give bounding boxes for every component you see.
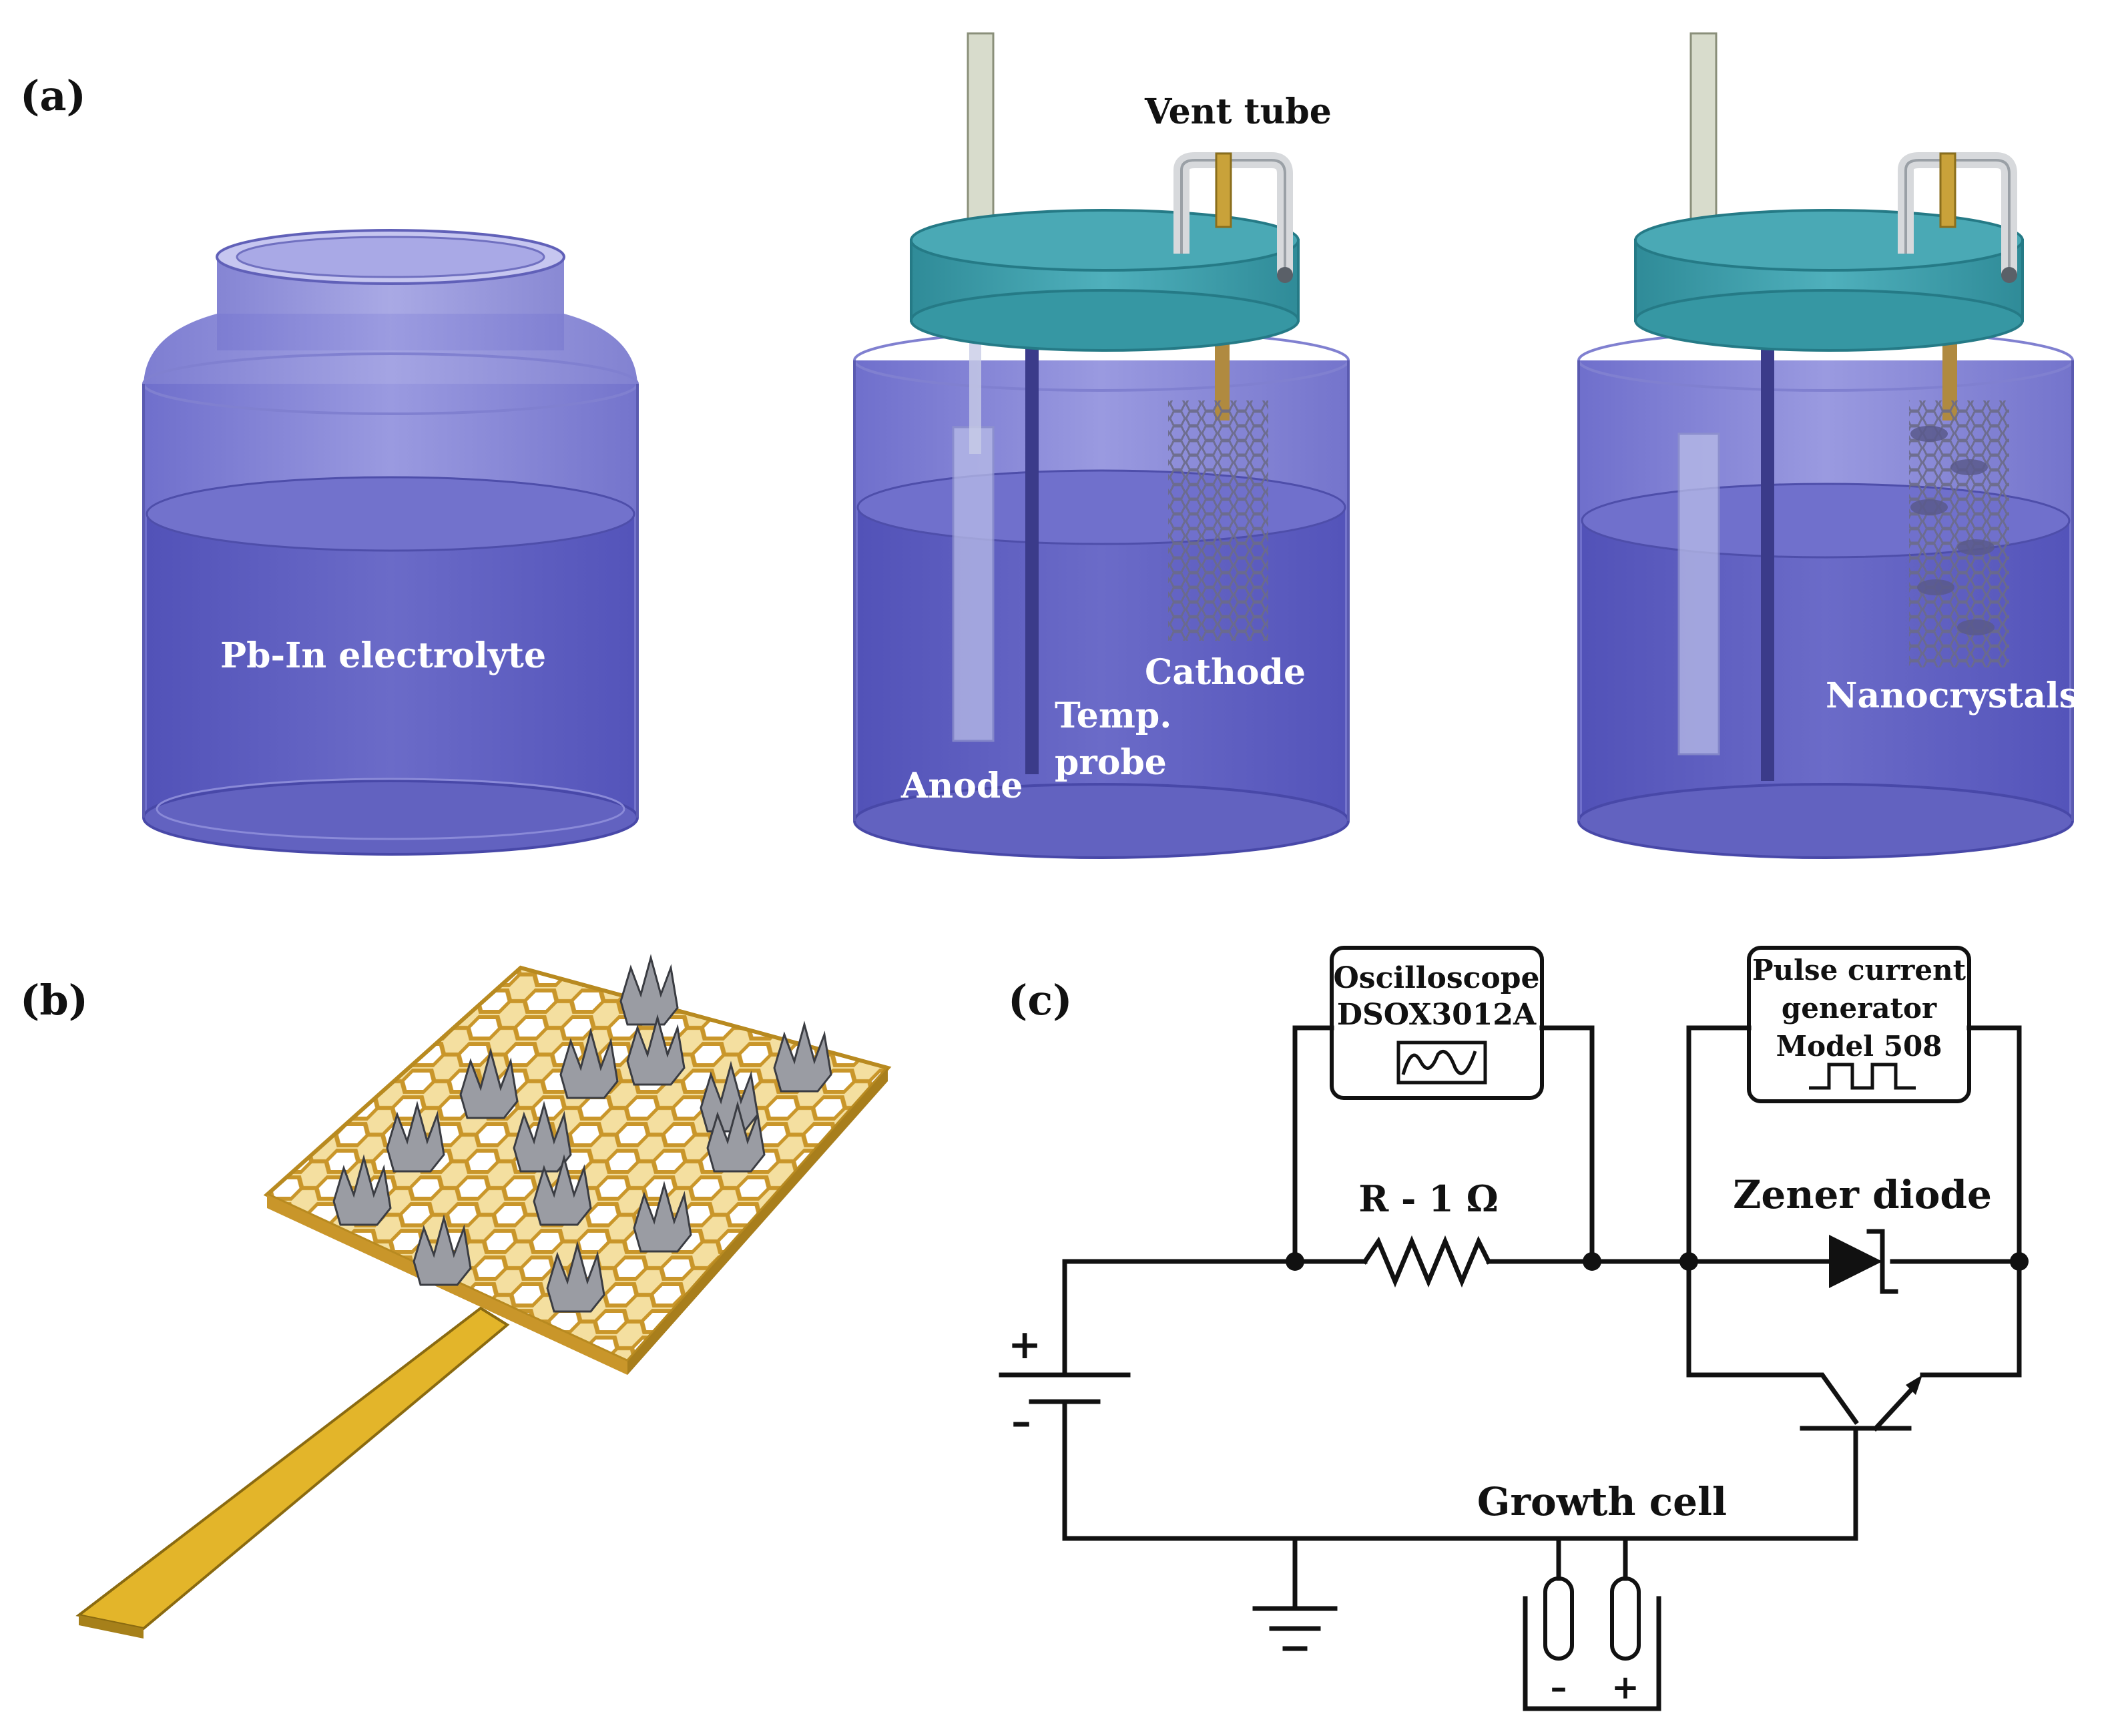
nanocrystals-label: Nanocrystals xyxy=(1826,675,2079,716)
junction-dot xyxy=(1583,1252,1601,1271)
pulse-generator-box xyxy=(1747,946,1971,1103)
growth-cell-label: Growth cell xyxy=(1477,1479,1727,1524)
electrolyte-label: Pb-In electrolyte xyxy=(220,635,546,676)
vent-tube-label: Vent tube xyxy=(1144,91,1332,132)
temp-probe-label-line1: Temp. xyxy=(1055,695,1171,736)
panel-label-c: (c) xyxy=(1008,976,1072,1025)
zener-label: Zener diode xyxy=(1733,1172,1992,1217)
gold-mesh-electrode xyxy=(75,954,892,1639)
resistor-symbol xyxy=(1362,1235,1492,1288)
transistor-arrow-icon xyxy=(1906,1375,1922,1395)
sine-wave-icon xyxy=(1396,1041,1487,1085)
jar-empty-electrolyte: Pb-In electrolyte xyxy=(142,229,639,856)
anode-label: Anode xyxy=(900,766,1023,806)
junction-dot xyxy=(1286,1252,1304,1271)
zener-diode-symbol xyxy=(1829,1229,1898,1294)
pulse-label-line2: generator xyxy=(1782,992,1937,1025)
circuit-diagram: Oscilloscope DSOX3012A Pulse current gen… xyxy=(999,946,2029,1711)
cathode-label: Cathode xyxy=(1145,652,1306,693)
battery-minus-label: – xyxy=(1011,1398,1031,1445)
battery-symbol xyxy=(999,1372,1471,1541)
cell-minus-label: – xyxy=(1551,1667,1567,1707)
growth-cell-symbol xyxy=(1523,1536,1858,1711)
resistor-label: R - 1 Ω xyxy=(1358,1177,1498,1220)
jar-with-nanocrystals: Nanocrystals xyxy=(1577,32,2079,859)
cell-plus-label: + xyxy=(1611,1667,1639,1707)
jar-assembled-cell: Vent tube Cathode Temp. probe Anode xyxy=(853,32,1350,859)
square-wave-icon xyxy=(1809,1063,1916,1090)
panel-label-a: (a) xyxy=(20,71,86,120)
panel-label-b: (b) xyxy=(20,976,88,1025)
pulse-label-line3: Model 508 xyxy=(1776,1030,1942,1063)
battery-plus-label: + xyxy=(1008,1322,1041,1368)
oscilloscope-label-line2: DSOX3012A xyxy=(1337,998,1537,1032)
oscilloscope-box xyxy=(1330,946,1544,1100)
temp-probe-label-line2: probe xyxy=(1055,742,1167,783)
ground-symbol xyxy=(1252,1536,1338,1651)
oscilloscope-label-line1: Oscilloscope xyxy=(1333,961,1539,995)
pulse-label-line1: Pulse current xyxy=(1752,954,1966,986)
